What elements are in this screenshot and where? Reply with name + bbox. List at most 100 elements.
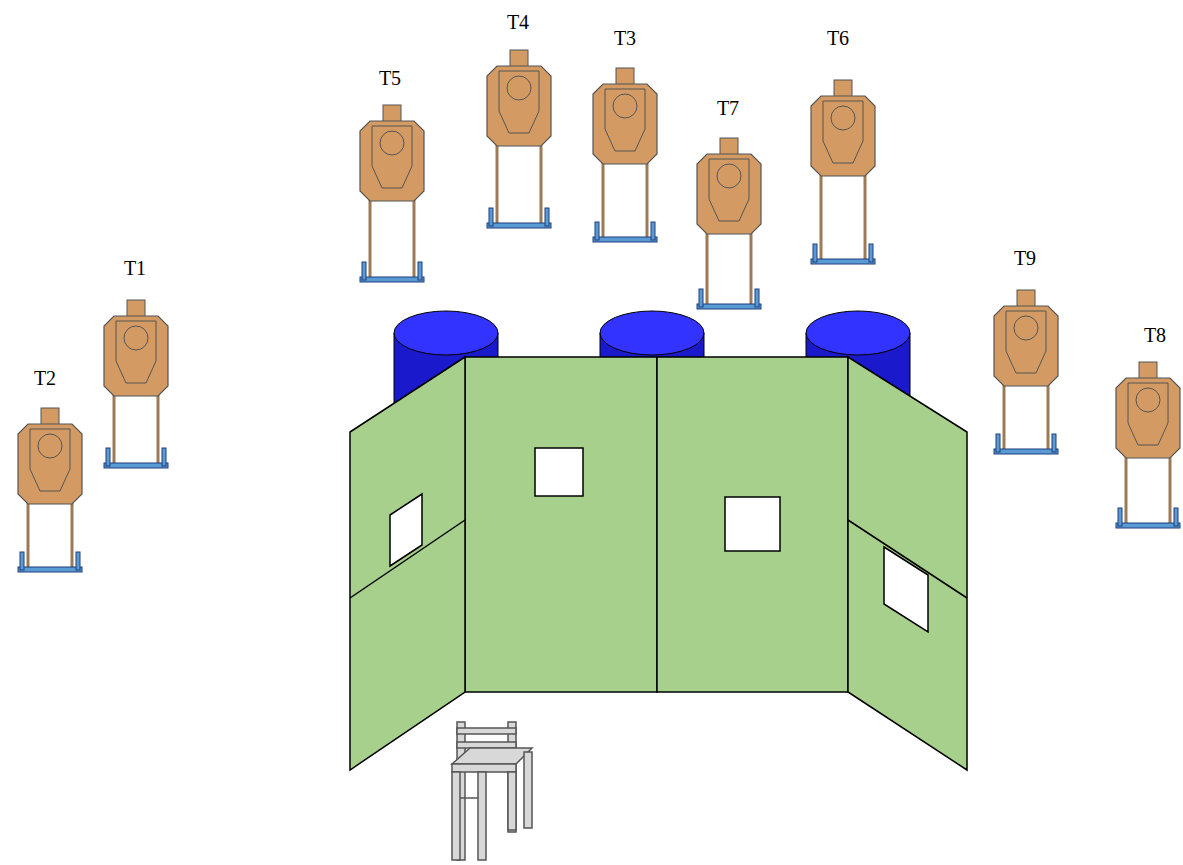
stand-leg (113, 392, 116, 466)
stand-base (76, 552, 80, 570)
stand-leg (864, 172, 867, 262)
target-zone (605, 89, 645, 151)
stand-base (699, 289, 703, 307)
target-head (1139, 362, 1157, 379)
stand-base (489, 208, 493, 226)
stand-leg (706, 230, 709, 307)
stand-base (360, 277, 424, 282)
target-head (1017, 290, 1035, 307)
target-center (380, 131, 404, 155)
stand-leg (496, 142, 499, 226)
target-stand (104, 300, 168, 468)
stand-base (18, 567, 82, 572)
target-head (510, 50, 528, 67)
stand-base (994, 449, 1058, 454)
stand-base (813, 244, 817, 262)
target-head (127, 300, 145, 317)
target-body (104, 316, 168, 396)
stand-leg (27, 500, 30, 570)
stand-base (1118, 508, 1122, 526)
target-body (18, 424, 82, 504)
stand-base (545, 208, 549, 226)
stand-base (106, 448, 110, 466)
target-center (831, 106, 855, 130)
target-stand (1116, 362, 1180, 528)
target-body (593, 84, 657, 164)
stand-leg (750, 230, 753, 307)
stand-base (20, 552, 24, 570)
target-head (41, 408, 59, 425)
stand-base (1174, 508, 1178, 526)
target-center (1136, 388, 1160, 412)
target-label: T2 (34, 368, 56, 388)
stand-base (162, 448, 166, 466)
target-head (616, 68, 634, 85)
stand-leg (602, 160, 605, 240)
target-body (811, 96, 875, 176)
target-label: T3 (614, 28, 636, 48)
target-head (383, 105, 401, 122)
target-zone (116, 321, 156, 383)
target-center (1014, 316, 1038, 340)
target-zone (499, 71, 539, 133)
stand-leg (820, 172, 823, 262)
target-stand (487, 50, 551, 228)
stand-base (755, 289, 759, 307)
stand-leg (1169, 454, 1172, 526)
target-head (834, 80, 852, 97)
stand-base (697, 304, 761, 309)
target-center (124, 326, 148, 350)
target-body (697, 154, 761, 234)
target-label: T7 (717, 98, 739, 118)
target-body (1116, 378, 1180, 458)
stand-leg (1125, 454, 1128, 526)
target-label: T1 (124, 258, 146, 278)
stand-leg (540, 142, 543, 226)
target-label: T4 (507, 12, 529, 32)
target-zone (1006, 311, 1046, 373)
target-body (487, 66, 551, 146)
target-stand (18, 408, 82, 572)
target-zone (1128, 383, 1168, 445)
target-zone (372, 126, 412, 188)
target-label: T9 (1014, 248, 1036, 268)
stand-base (651, 222, 655, 240)
target-zone (30, 429, 70, 491)
stand-leg (1003, 382, 1006, 452)
stand-base (869, 244, 873, 262)
walls (350, 357, 967, 770)
target-center (507, 76, 531, 100)
stand-leg (71, 500, 74, 570)
stand-base (996, 434, 1000, 452)
target-center (38, 434, 62, 458)
stand-base (1052, 434, 1056, 452)
stand-base (595, 222, 599, 240)
stand-leg (157, 392, 160, 466)
stand-leg (646, 160, 649, 240)
target-label: T5 (379, 68, 401, 88)
target-stand (593, 68, 657, 242)
stand-leg (1047, 382, 1050, 452)
target-body (360, 121, 424, 201)
target-zone (823, 101, 863, 163)
stand-leg (369, 197, 372, 280)
target-stand (360, 105, 424, 282)
target-center (613, 94, 637, 118)
target-zone (709, 159, 749, 221)
target-stand (994, 290, 1058, 454)
chair-table (452, 722, 532, 860)
stand-leg (413, 197, 416, 280)
stand-base (362, 262, 366, 280)
stand-base (593, 237, 657, 242)
stand-base (1116, 523, 1180, 528)
target-stand (811, 80, 875, 264)
stand-base (811, 259, 875, 264)
target-label: T6 (827, 28, 849, 48)
stand-base (487, 223, 551, 228)
target-body (994, 306, 1058, 386)
stand-base (418, 262, 422, 280)
target-stand (697, 138, 761, 309)
stand-base (104, 463, 168, 468)
target-center (717, 164, 741, 188)
